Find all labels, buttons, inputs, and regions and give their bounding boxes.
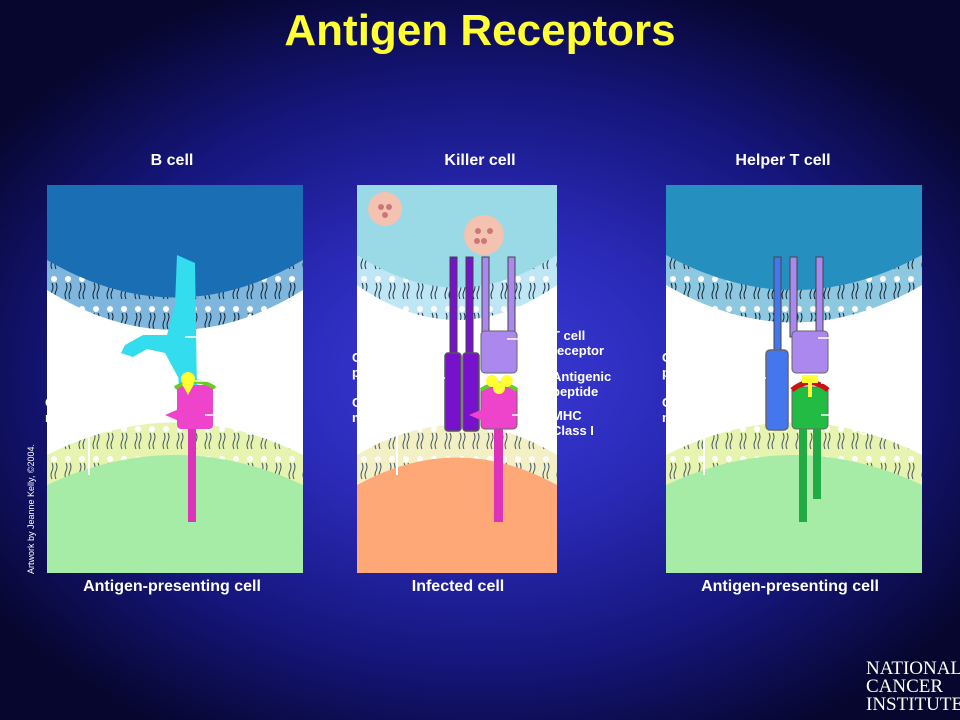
panel-title-killer-cell: Killer cell (444, 152, 516, 169)
antigen-specific-receptor (121, 255, 197, 390)
cd4-protein (765, 256, 789, 431)
antigenic-peptide (802, 375, 818, 397)
logo-line-2: CANCER (866, 676, 944, 697)
label-t-cell-receptor-killer: T cell receptor (552, 328, 605, 358)
artwork-credit: Artwork by Jeanne Kelly, ©2004. (26, 443, 36, 574)
panel-title-b-cell: B cell (150, 152, 194, 169)
label-mhc-class-ii: MHC Class II (859, 408, 905, 438)
mhc-arrow (165, 409, 179, 421)
b-cell-body (47, 185, 303, 298)
logo-line-3: INSTITUTE (866, 694, 960, 715)
apc-body (47, 455, 303, 573)
t-cell-receptor (789, 256, 829, 374)
apc-body (666, 455, 922, 573)
label-cd4-protein: CD4 protein (662, 350, 707, 380)
label-b-cell-membrane: Cell membrane (45, 395, 111, 425)
infected-cell-body (357, 457, 557, 573)
logo-line-1: NATIONAL (866, 658, 960, 679)
label-antigenic-peptide-killer: Antigenic peptide (552, 369, 612, 399)
cd8-protein (444, 256, 480, 432)
t-cell-receptor (480, 256, 518, 374)
granules (368, 192, 504, 255)
label-antigen-specific-receptor: Antigen- specific receptor (245, 311, 298, 356)
panel-footer-apc-1: Antigen-presenting cell (83, 578, 261, 595)
panel-footer-apc-2: Antigen-presenting cell (701, 578, 879, 595)
helper-t-cell-diagram (666, 185, 922, 573)
killer-cell-body (357, 185, 557, 288)
nci-logo: NATIONAL CANCER INSTITUTE (866, 658, 960, 715)
label-antigenic-peptide-helper: Antigenic peptide (859, 369, 919, 399)
label-mhc-class-i-killer: MHC Class I (552, 408, 594, 438)
label-killer-membrane: Cell membrane (352, 395, 418, 425)
antigenic-peptide (486, 375, 513, 394)
label-helper-membrane: Cell membrane (662, 395, 728, 425)
panel-title-helper-t-cell: Helper T cell (735, 152, 831, 169)
label-cd8-protein: CD8 protein (352, 350, 397, 380)
label-antigen: Antigen (245, 370, 294, 385)
page-title: Antigen Receptors (284, 6, 676, 55)
antigen (181, 372, 195, 395)
b-cell-diagram (47, 185, 303, 573)
label-mhc-class-i-b: MHC Class I (245, 408, 287, 438)
mhc-class-i (479, 381, 519, 522)
label-t-cell-receptor-helper: T cell receptor (859, 328, 912, 358)
helper-t-cell-body (666, 185, 922, 290)
mhc-arrow (469, 409, 483, 421)
killer-cell-diagram (357, 185, 557, 573)
panel-footer-infected-cell: Infected cell (411, 578, 505, 595)
